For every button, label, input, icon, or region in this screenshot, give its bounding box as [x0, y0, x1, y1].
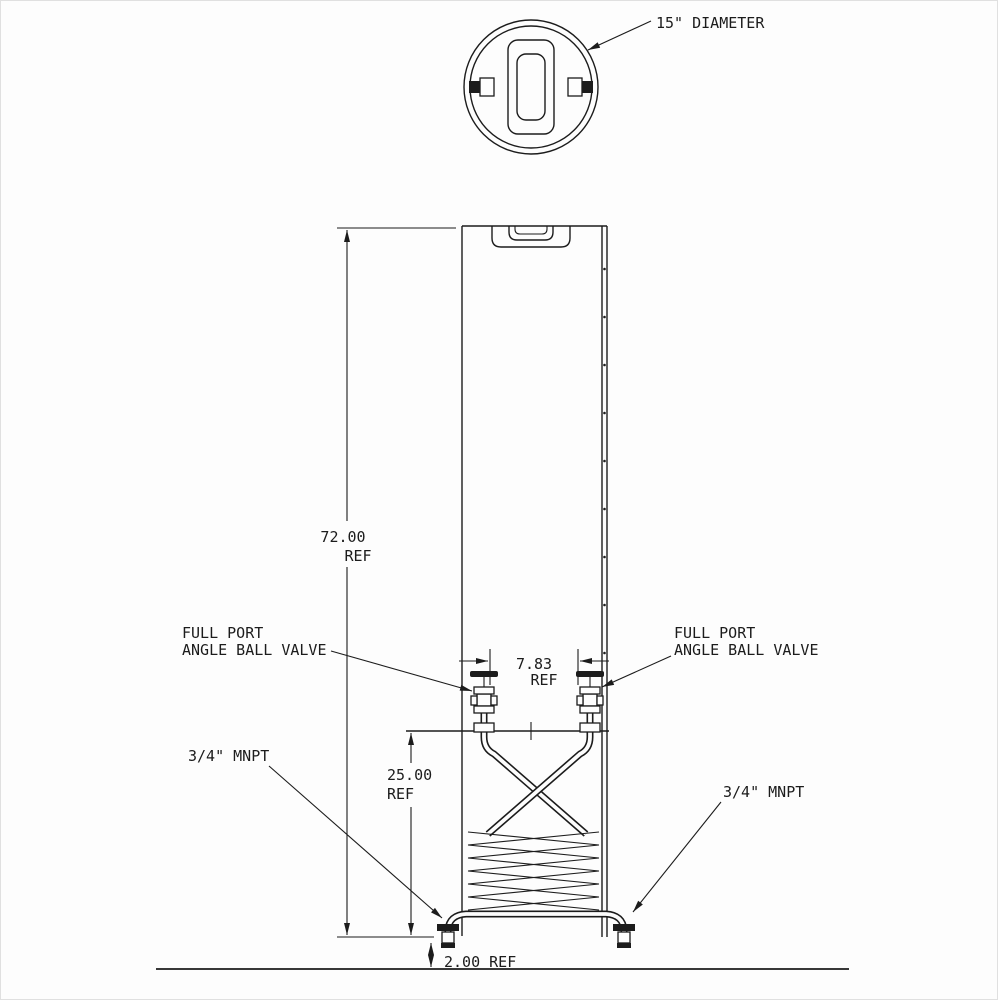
- right-valve-bottom-nut: [579, 705, 601, 714]
- right-valve-top-body: [567, 77, 583, 97]
- right-valve-port-right: [596, 695, 604, 706]
- label-mnpt-right: 3/4" MNPT: [632, 783, 804, 913]
- right-bottom-flange: [613, 924, 635, 931]
- weld-mark: [603, 651, 606, 655]
- bottom-header-pipe-bore: [446, 912, 626, 948]
- dim783-value: 7.83: [516, 655, 552, 673]
- coil-line: [467, 883, 600, 898]
- weld-mark: [603, 507, 606, 511]
- weld-mark: [603, 411, 606, 415]
- left-valve-port-right: [490, 695, 498, 706]
- dim72-ref: REF: [344, 547, 371, 565]
- valve-left-label-line1: FULL PORT: [182, 624, 263, 642]
- dim-base-2: 2.00 REF: [428, 943, 516, 971]
- coil-line: [467, 844, 600, 859]
- left-bottom-flange: [437, 924, 459, 931]
- right-valve-top-nut: [579, 686, 601, 695]
- valve-left-label-line2: ANGLE BALL VALVE: [182, 641, 327, 659]
- dim72-value: 72.00: [320, 528, 365, 546]
- side-view-shell: [461, 225, 608, 937]
- left-valve-body: [476, 693, 492, 707]
- right-union-fitting: [579, 722, 601, 733]
- dim-height-72: 72.00 REF: [320, 227, 456, 938]
- diameter-leader-line: [587, 20, 652, 51]
- left-mnpt-end: [441, 943, 455, 948]
- left-valve-handle: [470, 671, 498, 677]
- bottom-header-pipe: [444, 910, 628, 948]
- left-valve-top-nut: [473, 686, 495, 695]
- coil-line: [467, 831, 600, 846]
- dim-inner-25: 25.00 REF: [387, 733, 432, 935]
- dim25-value: 25.00: [387, 766, 432, 784]
- right-angle-ball-valve: [576, 671, 604, 714]
- diameter-callout: 15" DIAMETER: [587, 14, 765, 51]
- tank-top-outer-circle: [463, 19, 599, 155]
- diameter-label: 15" DIAMETER: [656, 14, 765, 32]
- top-cap-handle-inner: [514, 226, 548, 235]
- weld-mark: [603, 555, 606, 559]
- left-valve-port-left: [470, 695, 478, 706]
- left-mnpt-stub: [441, 931, 455, 944]
- label-mnpt-left: 3/4" MNPT: [188, 747, 443, 919]
- label-valve-left: FULL PORT ANGLE BALL VALVE: [182, 624, 473, 692]
- dim783-ref: REF: [530, 671, 557, 689]
- label-valve-right: FULL PORT ANGLE BALL VALVE: [601, 624, 819, 688]
- handle-plate-outline: [507, 39, 555, 135]
- handle-cutout-outline: [516, 53, 546, 121]
- coil: [467, 831, 600, 911]
- right-valve-port-left: [576, 695, 584, 706]
- coil-line: [467, 896, 600, 911]
- top-cap-handle-outer: [508, 226, 554, 241]
- valve-right-label-line1: FULL PORT: [674, 624, 755, 642]
- top-cap-recess: [491, 226, 571, 248]
- coil-line: [467, 870, 600, 885]
- dim-spacing-783: 7.83 REF: [459, 649, 609, 689]
- valve-right-leader: [601, 655, 672, 688]
- left-angle-ball-valve: [470, 671, 498, 714]
- left-valve-top-body: [479, 77, 495, 97]
- right-valve-top-cap: [582, 81, 593, 93]
- weld-mark: [603, 603, 606, 607]
- internals: [406, 671, 635, 948]
- top-view: [463, 19, 599, 155]
- right-mnpt-stub: [617, 931, 631, 944]
- mnpt-left-label: 3/4" MNPT: [188, 747, 269, 765]
- right-mnpt-end: [617, 943, 631, 948]
- weld-mark: [603, 267, 606, 271]
- dim2-label: 2.00 REF: [444, 953, 516, 971]
- mnpt-right-leader: [632, 801, 722, 913]
- left-union-fitting: [473, 722, 495, 733]
- left-valve-top-cap: [469, 81, 480, 93]
- right-crossover-pipe-bore: [486, 713, 592, 836]
- weld-mark: [603, 315, 606, 319]
- weld-mark: [603, 363, 606, 367]
- mnpt-right-label: 3/4" MNPT: [723, 783, 804, 801]
- right-valve-body: [582, 693, 598, 707]
- dim25-ref: REF: [387, 785, 414, 803]
- mnpt-left-leader: [268, 765, 443, 919]
- valve-right-label-line2: ANGLE BALL VALVE: [674, 641, 819, 659]
- weld-mark: [603, 459, 606, 463]
- left-valve-bottom-nut: [473, 705, 495, 714]
- bottom-header: [437, 910, 635, 948]
- right-valve-handle: [576, 671, 604, 677]
- valve-left-leader: [330, 650, 473, 692]
- coil-line: [467, 857, 600, 872]
- shell-weld-marks: [603, 267, 606, 655]
- left-crossover-pipe-bore: [482, 713, 588, 836]
